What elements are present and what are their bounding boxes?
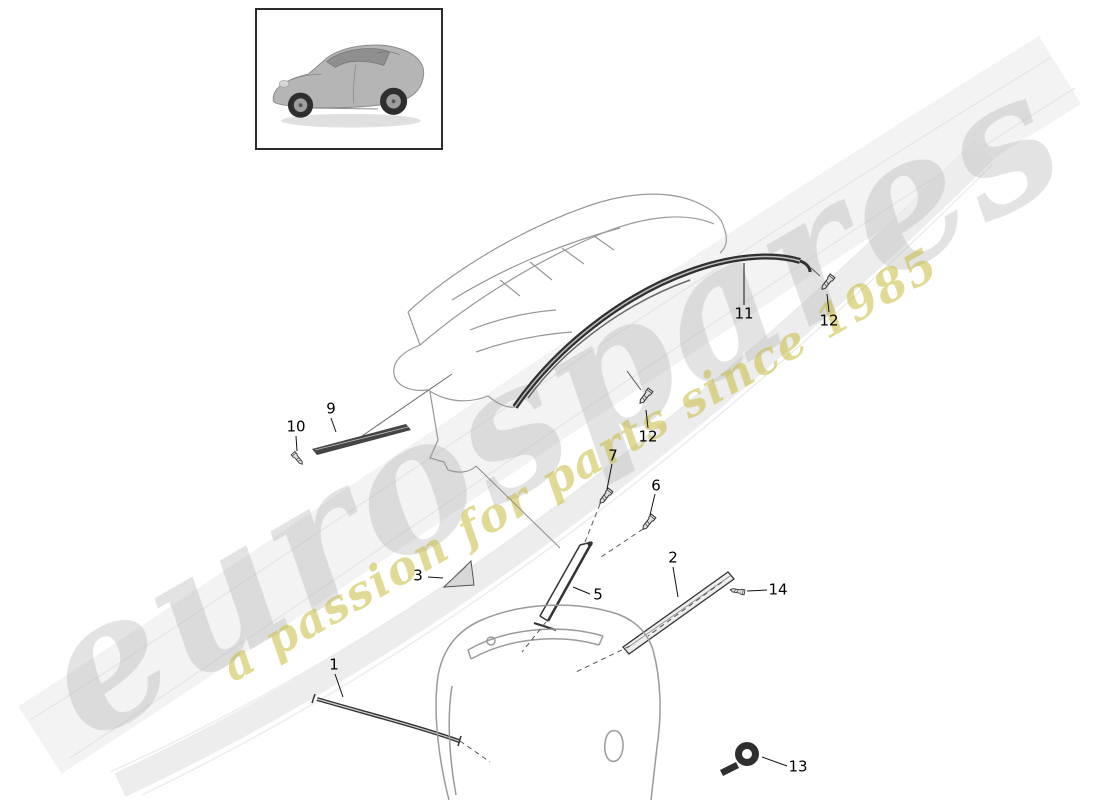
vehicle-thumbnail[interactable]	[255, 8, 443, 150]
construction-lines	[459, 503, 723, 763]
leader-lines	[295, 263, 830, 767]
callout-7[interactable]: 7	[608, 446, 618, 465]
screw-icon	[729, 586, 746, 596]
callout-2[interactable]: 2	[668, 548, 678, 567]
window-guide-part	[533, 541, 594, 631]
callout-1[interactable]: 1	[329, 655, 339, 674]
screw-icon	[819, 273, 836, 292]
car-icon	[272, 44, 425, 128]
trim-strip-part	[312, 424, 411, 455]
corner-seal-part	[442, 559, 475, 588]
belt-strip-part	[622, 571, 735, 655]
swoosh-band	[18, 35, 1082, 797]
door-panel-drawing	[435, 604, 661, 800]
screw-icon	[290, 451, 305, 467]
callout-6[interactable]: 6	[651, 476, 661, 495]
screw-icon	[637, 387, 654, 406]
screw-icon	[640, 513, 657, 532]
callout-10[interactable]: 10	[286, 417, 306, 436]
callout-12a[interactable]: 12	[819, 311, 839, 330]
door-moulding-part	[311, 693, 462, 747]
callout-5[interactable]: 5	[593, 585, 603, 604]
callout-11[interactable]: 11	[734, 304, 754, 323]
callout-9[interactable]: 9	[326, 399, 336, 418]
callout-14[interactable]: 14	[768, 580, 788, 599]
screw-icon	[597, 487, 614, 506]
callout-3[interactable]: 3	[413, 566, 423, 585]
tape-roll-part	[720, 742, 759, 776]
door-seal-part	[512, 253, 812, 409]
callout-13[interactable]: 13	[788, 757, 808, 776]
callout-12b[interactable]: 12	[638, 427, 658, 446]
body-structure-drawing	[361, 193, 727, 549]
